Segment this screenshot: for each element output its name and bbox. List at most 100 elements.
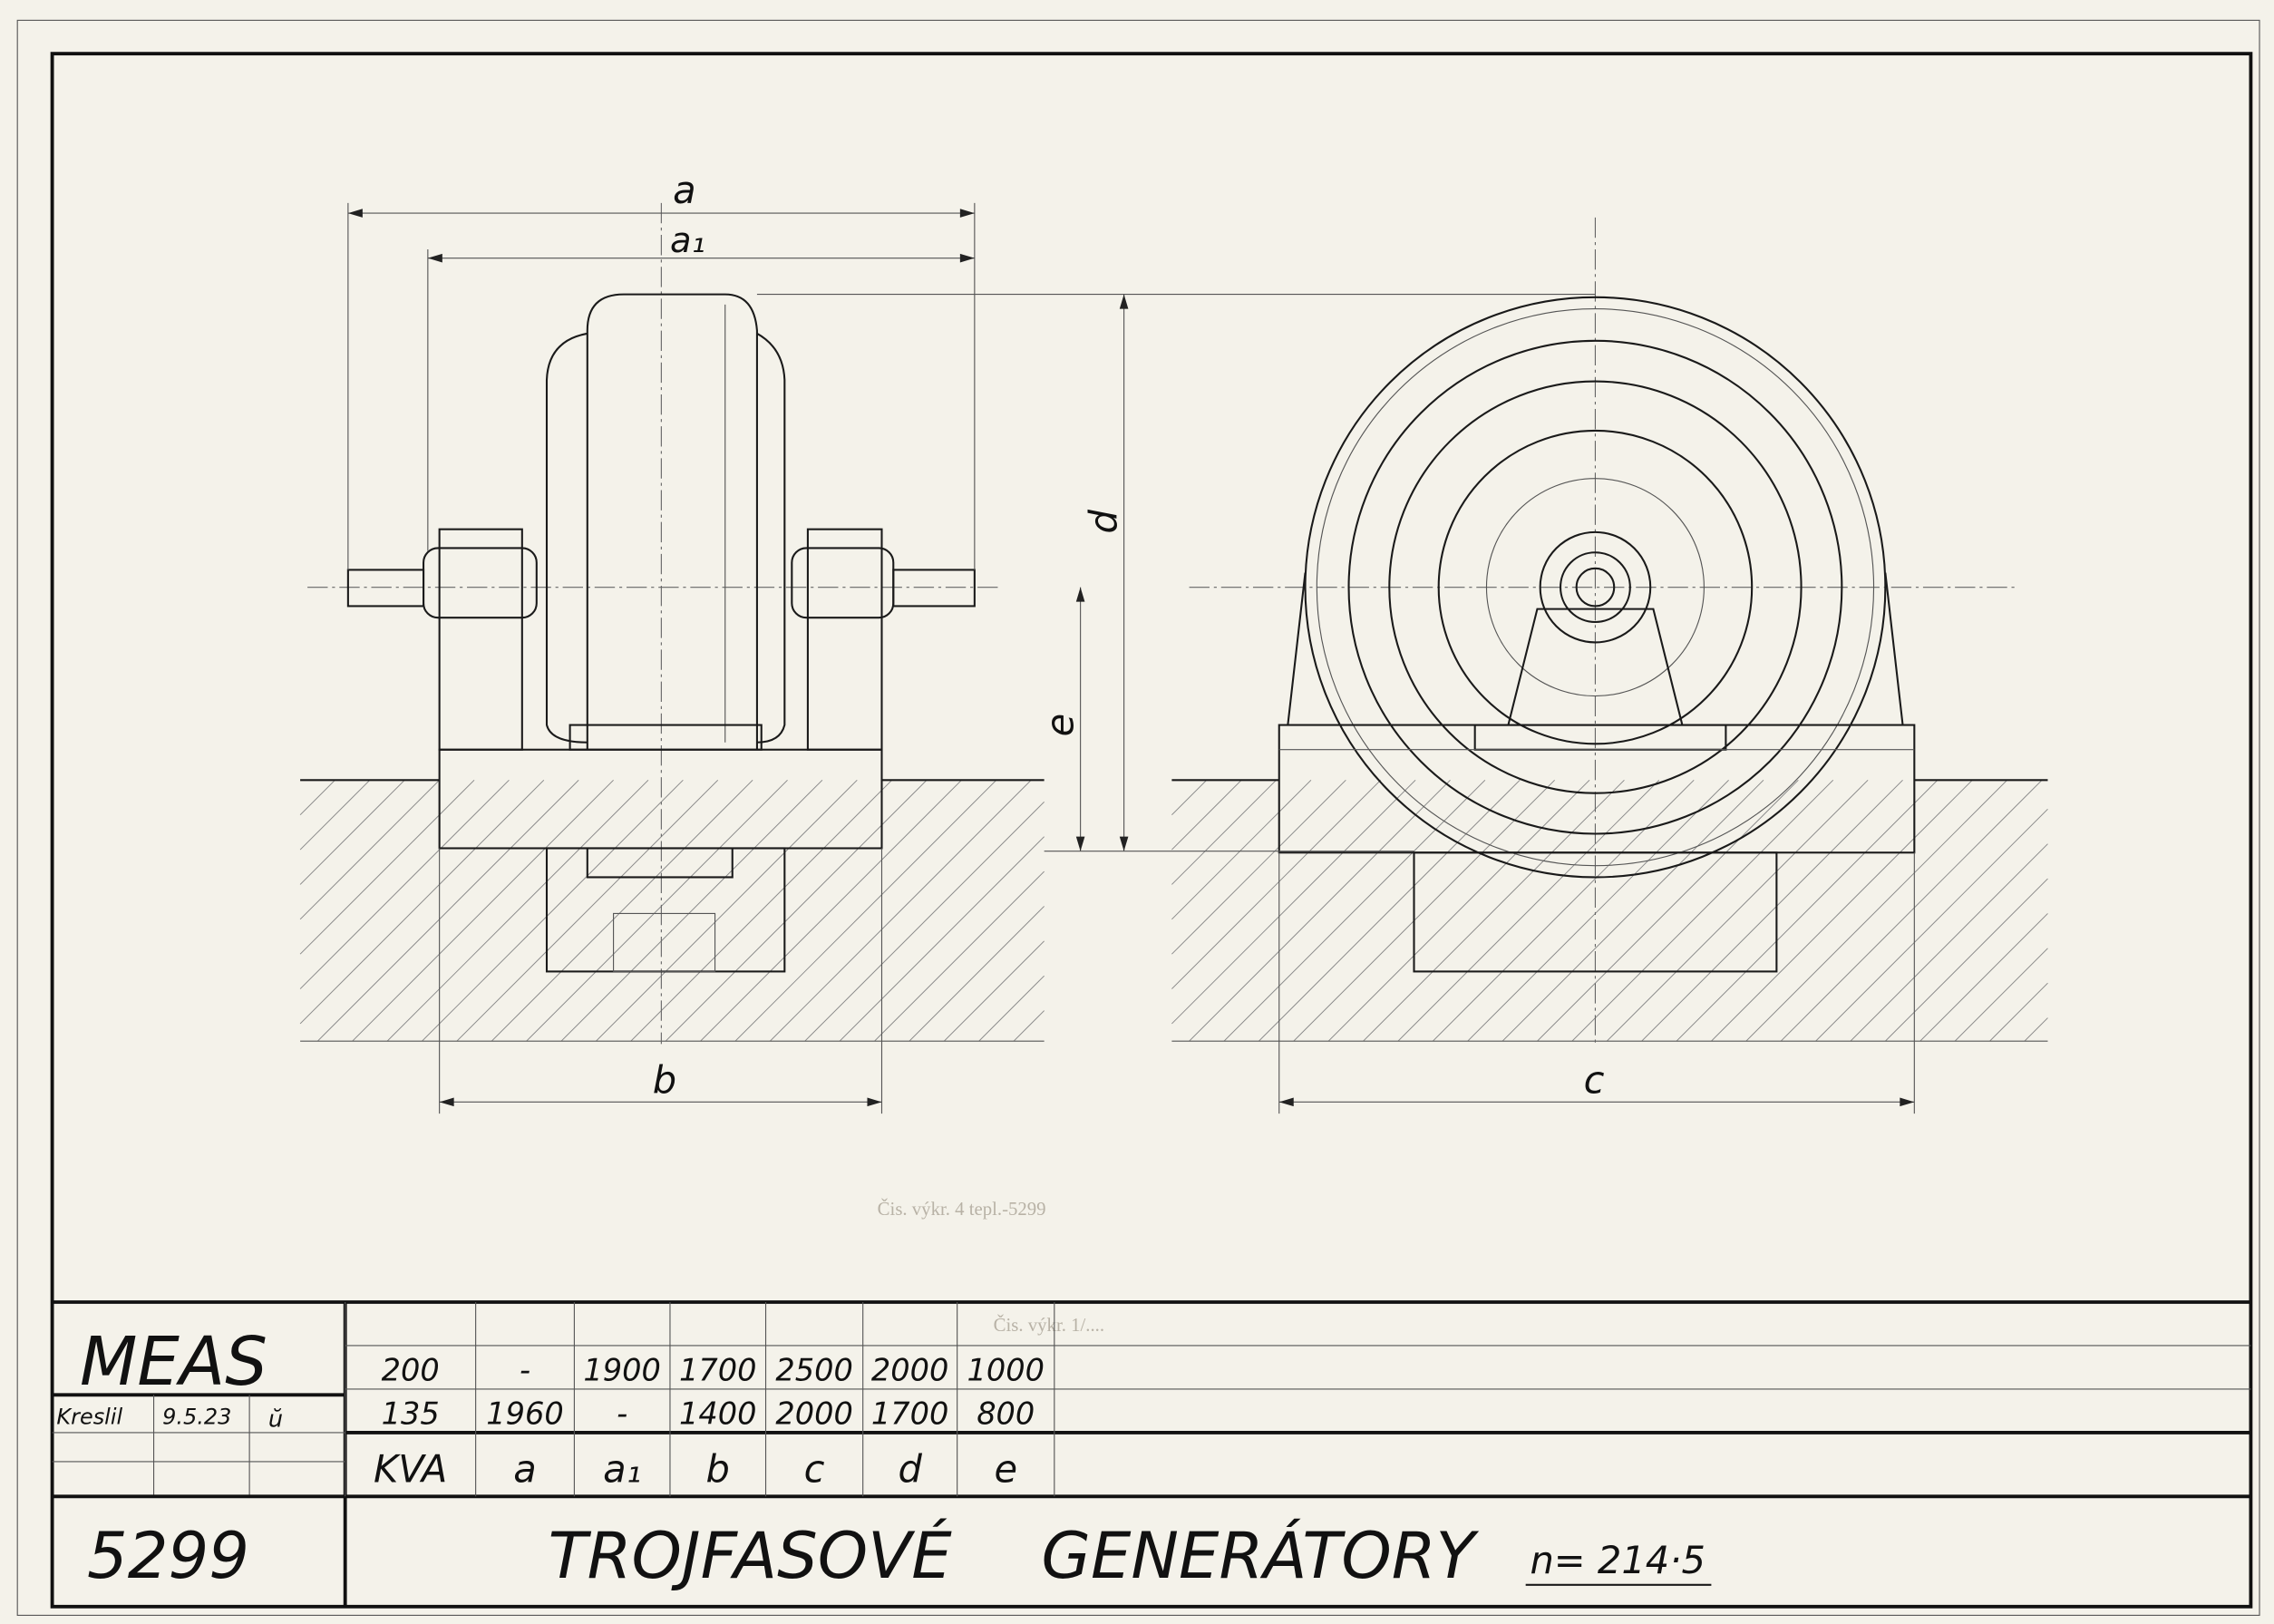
bearing-housing <box>1539 530 1652 644</box>
hatch-line <box>1171 779 1242 851</box>
hatch-line <box>1641 779 1903 1042</box>
hatch-line <box>1606 779 1869 1042</box>
hatch-line <box>1711 779 1973 1042</box>
table-cell: 135 <box>382 1395 440 1431</box>
shaft-bore <box>1575 567 1616 608</box>
hub-circle <box>1485 478 1705 697</box>
hatch-line <box>1501 779 1764 1042</box>
hatch-line <box>1171 779 1277 885</box>
hatch-line <box>1571 779 1834 1042</box>
table-header: c <box>804 1446 825 1491</box>
hatch-line <box>1919 913 2048 1042</box>
shaft-end-left <box>346 569 425 608</box>
hatch-line <box>1171 779 1416 1025</box>
hatch-line <box>299 779 335 816</box>
drawing-border <box>50 52 2253 1609</box>
dim-label-d: d <box>1082 509 1126 533</box>
rotor-circle <box>1388 380 1803 794</box>
dim-label-e: e <box>1038 714 1083 737</box>
drawing-number: 5299 <box>87 1519 249 1593</box>
hatch-line <box>1989 982 2048 1042</box>
company-name: MEAS <box>80 1324 267 1401</box>
hatch-line <box>1850 843 2048 1042</box>
hatch-line <box>560 779 823 1042</box>
dim-label-a: a <box>673 168 695 212</box>
hatch-line <box>943 940 1045 1042</box>
hatch-line <box>491 779 753 1042</box>
hatch-line <box>526 779 788 1042</box>
generator-housing-left <box>545 332 588 744</box>
table-cell: 2000 <box>775 1395 852 1431</box>
speed-label: n= 214·5 <box>1530 1538 1705 1582</box>
hatch-line <box>700 779 962 1042</box>
hatch-line <box>909 906 1045 1042</box>
hatch-line <box>1013 1010 1045 1042</box>
hatch-line <box>839 836 1045 1042</box>
hatch-line <box>1171 779 1312 920</box>
dim-label-c: c <box>1584 1058 1605 1103</box>
title-word-1: TROJFASOVÉ <box>549 1518 953 1593</box>
hatch-line <box>1432 779 1695 1042</box>
generator-body <box>586 293 758 750</box>
housing-feet <box>1287 572 1904 725</box>
table-cell: 2500 <box>775 1352 852 1387</box>
hatch-line <box>734 779 997 1042</box>
hatch-line <box>1223 779 1486 1042</box>
hatch-line <box>1171 779 1346 955</box>
hatch-line <box>1884 878 2048 1042</box>
faint-stamp: Čis. výkr. 4 tepl.-5299 <box>878 1198 1046 1220</box>
hatch-line <box>456 779 719 1042</box>
hatch-line <box>1258 779 1521 1042</box>
hatch-line <box>1467 779 1729 1042</box>
hatch-line <box>299 779 545 1025</box>
hatch-line <box>386 779 649 1042</box>
end-view <box>1171 217 2048 1045</box>
drawn-date: 9.5.23 <box>162 1404 231 1429</box>
drawn-by-label: Kreslil <box>56 1404 122 1429</box>
table-cell: 1700 <box>871 1395 948 1431</box>
hatch-line <box>1171 779 1208 816</box>
generator-bottom <box>586 848 734 879</box>
dim-label-a1: a₁ <box>670 220 705 261</box>
hatch-line <box>352 779 614 1042</box>
base-frame-left <box>438 748 883 850</box>
hatch-line <box>299 779 371 851</box>
table-cell: 200 <box>382 1352 440 1387</box>
dim-label-b: b <box>653 1058 676 1103</box>
table-cell: 2000 <box>871 1352 948 1387</box>
ground-hatching <box>299 779 2048 1042</box>
foundation-pocket <box>613 912 716 972</box>
dimensions: a a₁ b c d e <box>347 168 1915 1114</box>
hatch-line <box>769 779 1032 1042</box>
table-cell: 1700 <box>679 1352 756 1387</box>
hatch-line <box>316 779 579 1042</box>
hatch-line <box>299 779 475 955</box>
bearing-bracket <box>1507 608 1684 725</box>
stator-outer-circle <box>1304 296 1887 879</box>
hatch-line <box>299 779 440 920</box>
hatch-line <box>1189 779 1451 1042</box>
hatch-line <box>804 801 1045 1042</box>
hatch-line <box>1676 779 1939 1042</box>
hatch-line <box>1537 779 1799 1042</box>
generator-housing-right <box>756 332 786 744</box>
hatch-line <box>1327 779 1590 1042</box>
table-header: d <box>898 1446 922 1491</box>
hatch-line <box>1780 779 2043 1042</box>
table-cell: 1960 <box>486 1395 563 1431</box>
title-word-2: GENERÁTORY <box>1041 1518 1479 1593</box>
hatch-line <box>874 870 1045 1042</box>
hatch-line <box>299 779 510 989</box>
table-header: KVA <box>374 1446 447 1491</box>
hatch-line <box>1171 779 1382 989</box>
table-cell: 1000 <box>967 1352 1045 1387</box>
hatch-line <box>1954 948 2048 1042</box>
hatch-line <box>1363 779 1625 1042</box>
stator-inner-circle <box>1347 339 1843 835</box>
hatch-line <box>1815 808 2048 1042</box>
shaft-end-right <box>892 569 976 608</box>
table-cell: - <box>617 1395 627 1431</box>
side-view <box>300 202 1045 1045</box>
table-header: b <box>706 1446 730 1491</box>
